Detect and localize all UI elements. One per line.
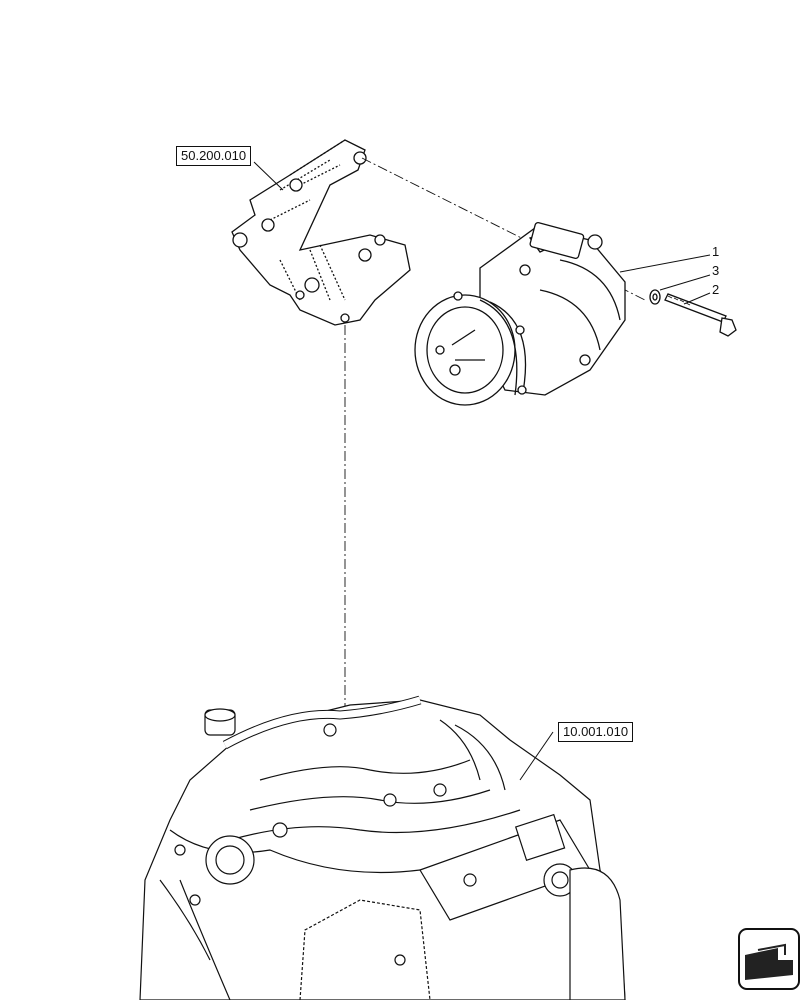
bracket-reference-box[interactable]: 50.200.010 <box>176 146 252 166</box>
callout-3: 3 <box>712 263 720 278</box>
bracket-reference-label: 50.200.010 <box>181 148 247 163</box>
washer <box>649 289 661 305</box>
callout-1: 1 <box>712 244 720 259</box>
bolt <box>664 293 737 337</box>
ac-compressor <box>414 221 626 406</box>
compressor-bracket <box>231 139 411 326</box>
engine-reference-box[interactable]: 10.001.010 <box>558 722 634 742</box>
engine-ref-leader <box>519 731 554 781</box>
engine-reference-label: 10.001.010 <box>563 724 629 739</box>
callout-2: 2 <box>712 282 720 297</box>
engine-assembly <box>139 695 626 1000</box>
callout-leaders <box>619 254 711 305</box>
next-page-arrow-icon[interactable] <box>738 928 800 990</box>
bracket-ref-leader <box>253 161 284 191</box>
